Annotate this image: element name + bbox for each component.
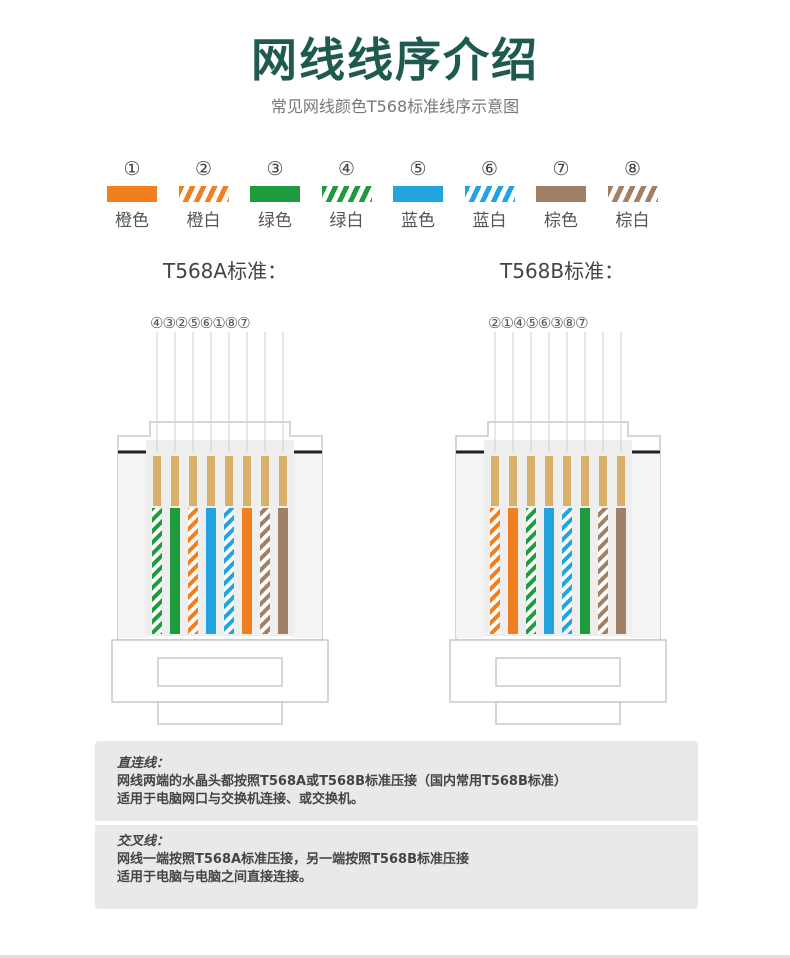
- pin-contact: [261, 456, 269, 506]
- connector-side-right: [630, 450, 660, 638]
- wire: [526, 508, 536, 634]
- color-legend: ① 橙色 ② 橙白 ③ 绿色 ④ 绿白 ⑤ 蓝色 ⑥ 蓝白 ⑦ 棕色 ⑧ 棕白: [102, 157, 674, 237]
- legend-item: ① 橙色: [102, 157, 162, 231]
- legend-label: 橙色: [115, 211, 149, 231]
- connector-side-left: [118, 450, 148, 638]
- t568a-title: T568A标准：: [163, 259, 288, 283]
- legend-number: ⑥: [480, 158, 499, 180]
- pin-contact: [491, 456, 499, 506]
- legend-label: 棕色: [544, 211, 578, 231]
- legend-number: ⑦: [552, 158, 570, 180]
- legend-item: ⑤ 蓝色: [388, 157, 448, 231]
- legend-label: 橙白: [186, 211, 221, 231]
- wire: [206, 508, 216, 634]
- pin-contact: [509, 456, 517, 506]
- crossover-line-2: 适用于电脑与电脑之间直接连接。: [117, 870, 313, 885]
- legend-swatch: [536, 186, 586, 202]
- legend-item: ② 橙白: [174, 157, 234, 231]
- wire: [580, 508, 590, 634]
- legend-number: ②: [194, 158, 213, 180]
- crossover-line-1: 网线一端按照T568A标准压接，另一端按照T568B标准压接: [117, 852, 469, 867]
- legend-swatch: [178, 186, 229, 202]
- legend-label: 棕白: [615, 211, 650, 231]
- pin-contact: [243, 456, 251, 506]
- wire: [490, 508, 500, 634]
- straight-heading: 直连线：: [117, 756, 170, 771]
- connector-tail: [157, 701, 283, 725]
- legend-label: 绿白: [329, 211, 364, 231]
- legend-label: 蓝白: [472, 211, 507, 231]
- legend-number: ③: [266, 158, 284, 180]
- t568b-title: T568B标准：: [500, 259, 625, 283]
- t568b-connector: [449, 332, 667, 725]
- straight-line-2: 适用于电脑网口与交换机连接、或交换机。: [117, 792, 365, 807]
- pin-contact: [545, 456, 553, 506]
- wire: [242, 508, 252, 634]
- legend-label: 绿色: [258, 211, 292, 231]
- pin-contact: [225, 456, 233, 506]
- page-title: 网线线序介绍: [251, 33, 539, 87]
- pin-contact: [599, 456, 607, 506]
- legend-swatch: [321, 186, 372, 202]
- connector-side-right: [292, 450, 322, 638]
- pin-contact: [563, 456, 571, 506]
- pin-contact: [153, 456, 161, 506]
- wire: [170, 508, 180, 634]
- wire: [224, 508, 234, 634]
- legend-label: 蓝色: [401, 211, 435, 231]
- t568b-order: ②①④⑤⑥③⑧⑦: [488, 314, 589, 332]
- straight-line-1: 网线两端的水晶头都按照T568A或T568B标准压接（国内常用T568B标准）: [117, 774, 567, 789]
- legend-swatch: [107, 186, 157, 202]
- legend-number: ①: [123, 158, 141, 180]
- crossover-heading: 交叉线：: [117, 834, 170, 849]
- connector-side-left: [456, 450, 486, 638]
- crossover-note: 交叉线： 网线一端按照T568A标准压接，另一端按照T568B标准压接 适用于电…: [117, 833, 469, 887]
- legend-swatch: [393, 186, 443, 202]
- bottom-divider: [0, 955, 790, 958]
- wire: [260, 508, 270, 634]
- pin-contact: [617, 456, 625, 506]
- pin-contact: [527, 456, 535, 506]
- wire: [508, 508, 518, 634]
- pin-contact: [207, 456, 215, 506]
- notes-divider: [95, 821, 698, 825]
- legend-item: ④ 绿白: [317, 157, 377, 231]
- wire: [152, 508, 162, 634]
- pin-contact: [581, 456, 589, 506]
- connector-latch: [495, 657, 621, 687]
- t568a-connector: [111, 332, 329, 725]
- legend-swatch: [250, 186, 300, 202]
- connector-latch: [157, 657, 283, 687]
- wire: [544, 508, 554, 634]
- legend-number: ⑧: [623, 158, 642, 180]
- legend-item: ③ 绿色: [245, 157, 305, 231]
- pin-contact: [189, 456, 197, 506]
- t568a-order: ④③②⑤⑥①⑧⑦: [150, 314, 251, 332]
- pin-contact: [171, 456, 179, 506]
- wire: [598, 508, 608, 634]
- wire-channel: [484, 440, 632, 636]
- legend-item: ⑥ 蓝白: [460, 157, 520, 231]
- wire: [562, 508, 572, 634]
- wire: [616, 508, 626, 634]
- legend-number: ④: [337, 158, 356, 180]
- legend-item: ⑧ 棕白: [603, 157, 663, 231]
- legend-number: ⑤: [409, 158, 427, 180]
- pin-contact: [279, 456, 287, 506]
- legend-swatch: [607, 186, 658, 202]
- straight-note: 直连线： 网线两端的水晶头都按照T568A或T568B标准压接（国内常用T568…: [117, 755, 567, 809]
- wire: [188, 508, 198, 634]
- connector-tail: [495, 701, 621, 725]
- wire: [278, 508, 288, 634]
- legend-item: ⑦ 棕色: [531, 157, 591, 231]
- notes-panel: 直连线： 网线两端的水晶头都按照T568A或T568B标准压接（国内常用T568…: [95, 741, 698, 909]
- page-subtitle: 常见网线颜色T568标准线序示意图: [270, 97, 520, 116]
- legend-swatch: [464, 186, 515, 202]
